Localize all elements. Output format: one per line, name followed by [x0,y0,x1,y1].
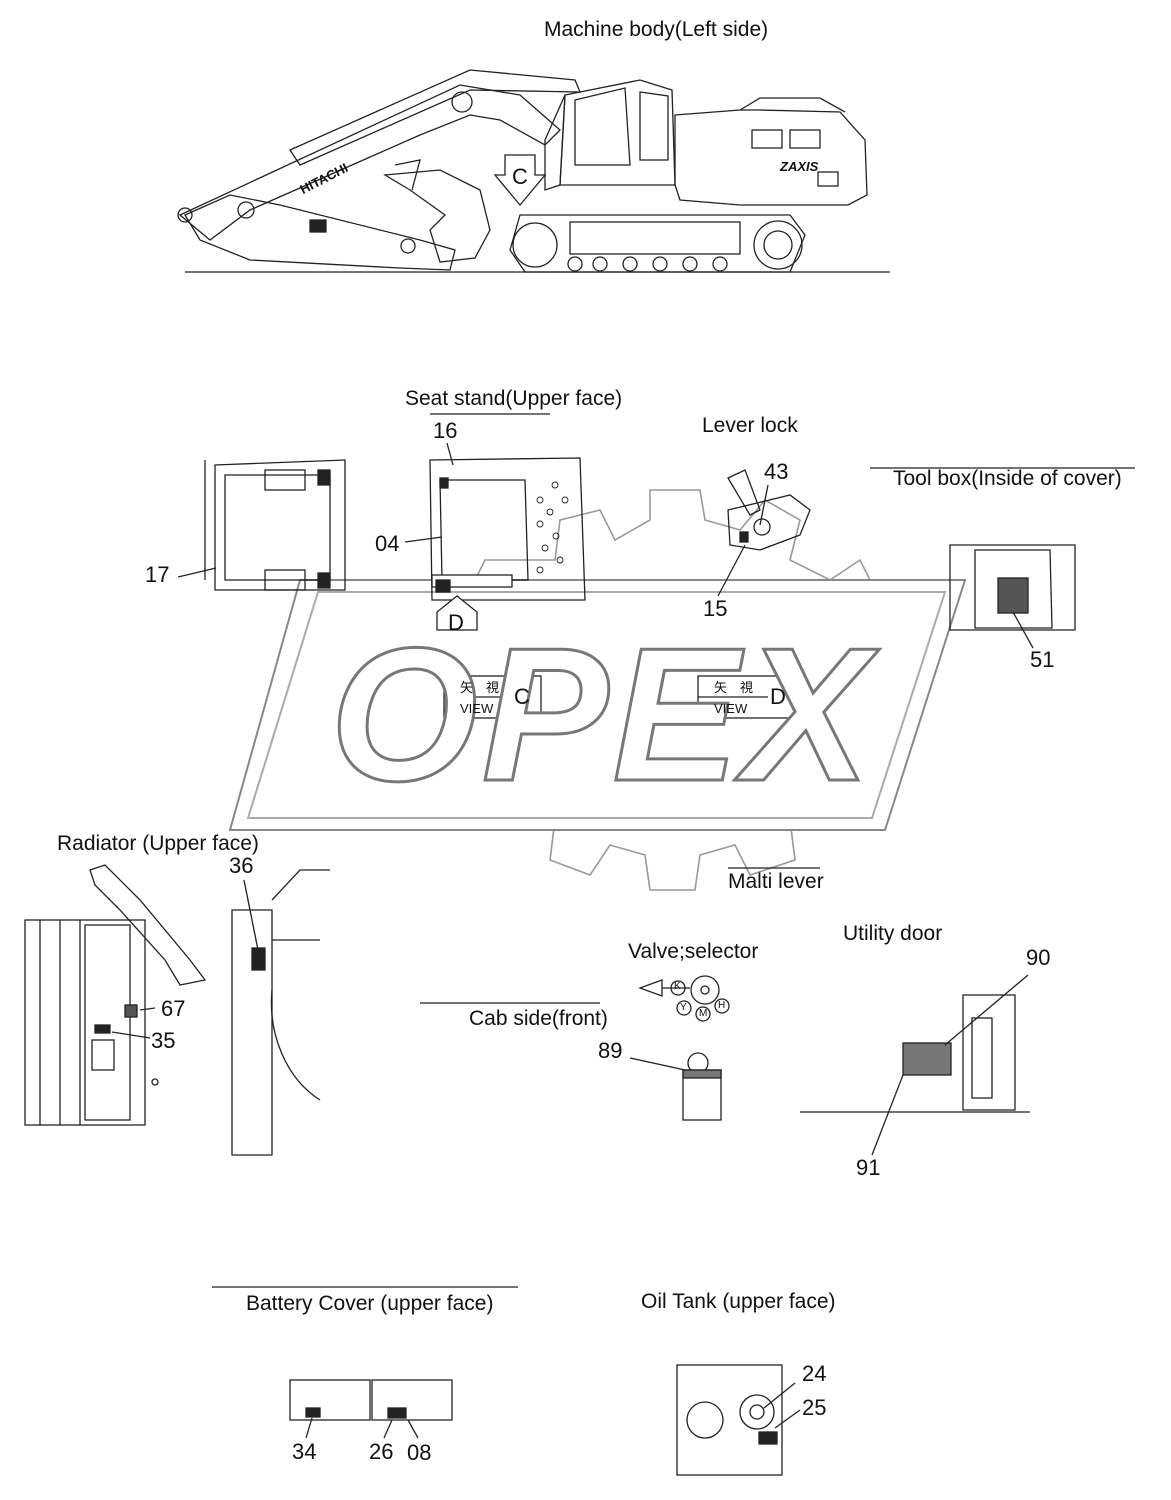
callout-25: 25 [802,1395,827,1420]
callout-35: 35 [151,1028,176,1053]
watermark-text: OPEX [329,609,874,821]
tool-box-title: Tool box(Inside of cover) [893,467,1122,490]
callout-43: 43 [764,459,789,484]
callout-91: 91 [856,1155,881,1180]
callout-04: 04 [375,531,400,556]
lever-lock-drawing [717,469,811,597]
watermark-badge [228,579,967,831]
callout-26: 26 [369,1439,394,1464]
callout-08: 08 [407,1440,432,1465]
callout-24: 24 [802,1361,827,1386]
view-c-letter: C [514,684,530,709]
selector-letter-y: Y [680,1002,687,1013]
machine-body-title: Machine body(Left side) [544,18,769,41]
selector-letter-h: H [718,1000,726,1011]
callout-67: 67 [161,996,186,1021]
selector-letter-k: K [674,981,681,992]
excavator-drawing [177,69,890,273]
utility-door-title: Utility door [843,922,943,945]
radiator-drawing [24,864,330,1156]
cab-side-drawing [420,867,820,1121]
view-c-kanji: 矢 視 [460,680,500,695]
callout-90: 90 [1026,945,1051,970]
view-d-word: VIEW [714,701,748,716]
d-arrow-label: D [448,610,464,635]
selector-letter-m: M [699,1008,708,1019]
callout-15: 15 [703,596,728,621]
radiator-title: Radiator (Upper face) [57,832,259,855]
battery-cover-drawing [212,1286,518,1439]
oil-tank-title: Oil Tank (upper face) [641,1290,836,1313]
callout-17: 17 [145,562,170,587]
seat-stand-drawing [177,413,586,631]
view-box-c [443,675,542,719]
view-d-kanji: 矢 視 [714,680,754,695]
zaxis-logo: ZAXIS [780,159,819,174]
battery-cover-title: Battery Cover (upper face) [246,1292,494,1315]
view-c-word: VIEW [460,701,494,716]
c-arrow-label: C [512,164,528,189]
oil-tank-drawing [676,1364,801,1476]
malti-lever-title: Malti lever [728,870,824,893]
callout-36: 36 [229,853,254,878]
callout-34: 34 [292,1439,317,1464]
valve-selector-title: Valve;selector [628,940,759,963]
tool-box-drawing [870,467,1135,649]
callout-89: 89 [598,1038,623,1063]
callout-16: 16 [433,418,458,443]
seat-stand-title: Seat stand(Upper face) [405,387,623,410]
view-box-d [697,675,798,719]
utility-door-drawing [800,974,1030,1156]
cab-side-title: Cab side(front) [469,1007,608,1030]
callout-51: 51 [1030,647,1055,672]
lever-lock-title: Lever lock [702,414,798,437]
view-d-letter: D [770,684,786,709]
